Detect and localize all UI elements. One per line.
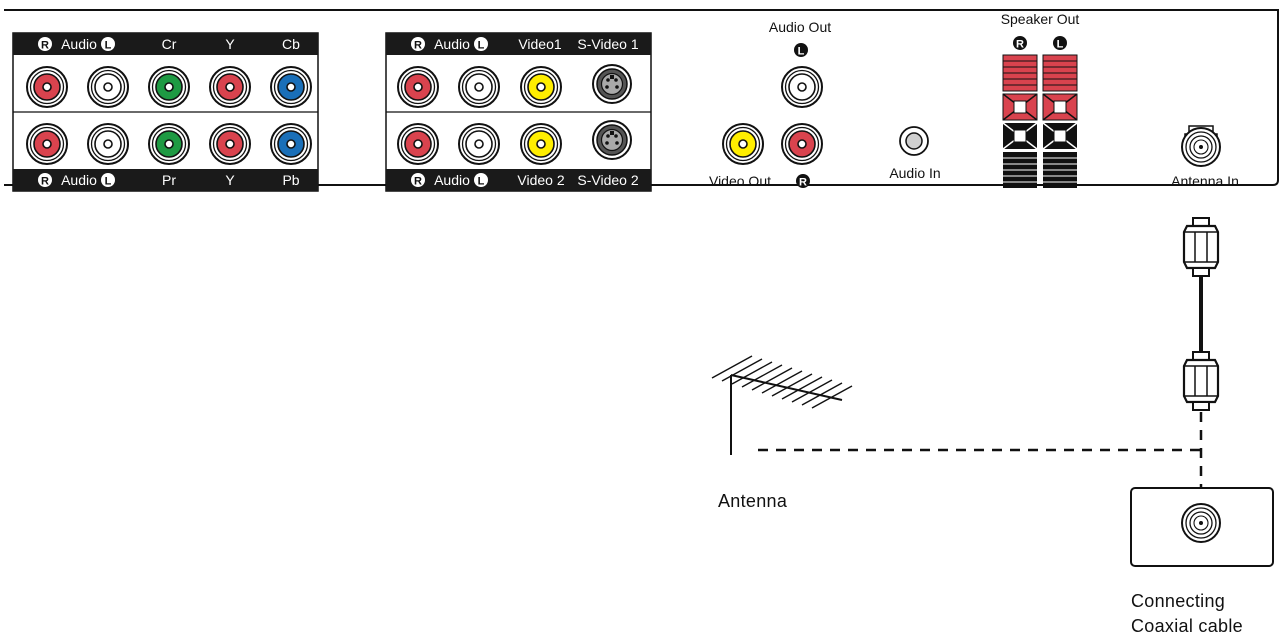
audio-label: Audio: [61, 172, 97, 188]
y-jack: [209, 123, 251, 165]
pb-jack: [270, 123, 312, 165]
video1-jack: [520, 66, 562, 108]
cb-jack: [270, 66, 312, 108]
antenna-in-label: Antenna In: [1171, 173, 1239, 189]
wall-outlet: Connecting Coaxial cable: [1130, 487, 1274, 636]
r-badge: R: [414, 40, 422, 52]
cb-label: Cb: [282, 36, 300, 52]
pb-label: Pb: [282, 172, 299, 188]
audio-l-jack: [458, 123, 500, 165]
cr-label: Cr: [162, 36, 177, 52]
l-badge: L: [105, 40, 112, 52]
audio-out-r-jack: [781, 123, 823, 165]
y-jack: [209, 66, 251, 108]
s-video1-jack: [592, 64, 632, 104]
video-out-jack: [722, 123, 764, 165]
audio-in-label: Audio In: [889, 165, 940, 181]
speaker-out-group: Speaker Out R L: [1001, 11, 1080, 189]
l-badge: L: [478, 176, 485, 188]
antenna-in-jack: [1181, 127, 1221, 167]
pr-label: Pr: [162, 172, 176, 188]
cr-jack: [148, 66, 190, 108]
r-badge: R: [1016, 39, 1024, 51]
video-out-label: Video Out: [709, 173, 771, 189]
y-label: Y: [225, 36, 235, 52]
l-badge: L: [798, 46, 805, 58]
audio-label: Audio: [61, 36, 97, 52]
audio-r-jack: [397, 123, 439, 165]
audio-l-jack: [87, 123, 129, 165]
audio-r-jack: [397, 66, 439, 108]
coax-plug-bottom: [1182, 350, 1220, 412]
antenna-icon: Antenna: [711, 355, 1201, 511]
video-input-group: R Audio L Video1 S-Video 1 R Audio L Vid…: [385, 32, 652, 192]
audio-out-label: Audio Out: [769, 19, 831, 35]
video2-jack: [520, 123, 562, 165]
audio-l-jack: [87, 66, 129, 108]
wall-coax-jack: [1181, 503, 1221, 543]
audio-out-l-jack: [781, 66, 823, 108]
audio-label: Audio: [434, 36, 470, 52]
component-input-group: R Audio L Cr Y Cb R Audio L Pr Y Pb: [12, 32, 319, 192]
video2-label: Video 2: [517, 172, 564, 188]
l-badge: L: [478, 40, 485, 52]
y-label: Y: [225, 172, 235, 188]
coax-label-line1: Connecting: [1131, 591, 1225, 611]
l-badge: L: [1057, 39, 1064, 51]
l-badge: L: [105, 176, 112, 188]
r-badge: R: [41, 176, 49, 188]
speaker-terminal-l: [1042, 54, 1078, 189]
audio-r-jack: [26, 66, 68, 108]
pr-jack: [148, 123, 190, 165]
audio-r-jack: [26, 123, 68, 165]
output-group: Audio Out L R Video Out: [709, 19, 831, 189]
antenna-label: Antenna: [718, 491, 788, 511]
antenna-in-group: Antenna In: [1171, 125, 1239, 189]
coax-label-line2: Coaxial cable: [1131, 616, 1243, 636]
audio-in-group: Audio In: [889, 126, 941, 181]
speaker-out-label: Speaker Out: [1001, 11, 1080, 27]
r-badge: R: [799, 177, 807, 189]
r-badge: R: [41, 40, 49, 52]
s-video2-jack: [592, 120, 632, 160]
video1-label: Video1: [518, 36, 562, 52]
s-video1-label: S-Video 1: [577, 36, 638, 52]
r-badge: R: [414, 176, 422, 188]
audio-label: Audio: [434, 172, 470, 188]
coax-plug-top: [1182, 216, 1220, 278]
s-video2-label: S-Video 2: [577, 172, 638, 188]
coaxial-cable: [1182, 216, 1220, 488]
audio-l-jack: [458, 66, 500, 108]
device-back-panel: [4, 9, 1279, 186]
